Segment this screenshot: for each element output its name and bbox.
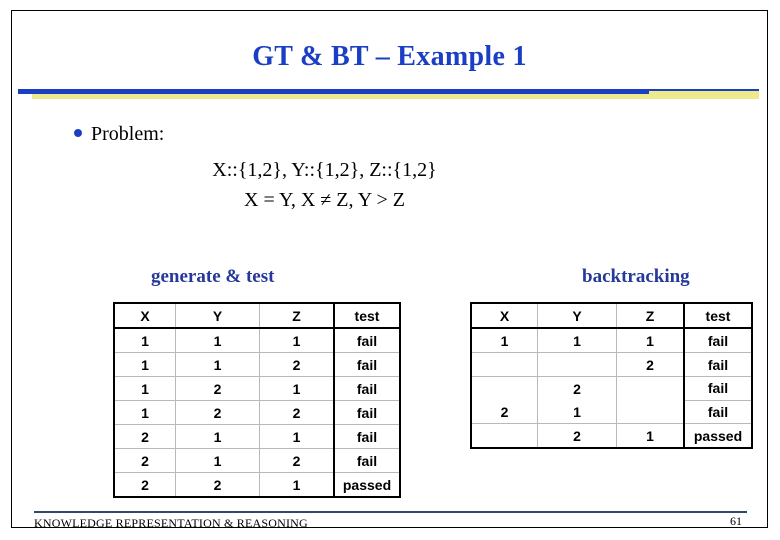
cell-z: 2 [259, 448, 334, 473]
cell-y: 1 [175, 448, 260, 473]
column-header-z: Z [616, 303, 684, 329]
cell-z [616, 400, 684, 424]
cell-x: 1 [114, 376, 176, 401]
column-header-x: X [471, 303, 538, 329]
table-row: 1 1 2 fail [114, 352, 400, 377]
cell-y: 2 [537, 423, 617, 448]
cell-x: 2 [114, 448, 176, 473]
column-header-test: test [683, 303, 752, 329]
cell-x [471, 377, 538, 401]
cell-z: 1 [259, 328, 334, 353]
cell-x [471, 352, 538, 377]
column-header-z: Z [259, 303, 334, 329]
table-row: 1 2 1 fail [114, 376, 400, 401]
column-header-y: Y [175, 303, 260, 329]
cell-x: 2 [141, 476, 149, 493]
cell-y: 2 [175, 376, 260, 401]
footer-page-number: 61 [730, 514, 742, 528]
slide-canvas: GT & BT – Example 1 Problem: X::{1,2}, Y… [11, 10, 768, 530]
cell-test: passed [683, 423, 752, 448]
cell-z: 1 [616, 328, 684, 353]
problem-label: Problem: [91, 123, 165, 145]
cell-z: 1 [259, 424, 334, 449]
cell-z [616, 376, 684, 400]
cell-y: 1 [175, 328, 260, 353]
generate-test-table-body: 1 1 1 fail 1 1 2 fail 1 2 1 fail 1 2 2 [114, 328, 400, 497]
column-header-y: Y [537, 303, 617, 329]
cell-z: 2 [259, 352, 334, 377]
table-header-row: X Y Z test [114, 303, 400, 329]
cell-y: 1 [537, 328, 617, 353]
cell-test: fail [333, 448, 400, 473]
page-title: GT & BT – Example 1 [252, 41, 527, 72]
cell-x: 2 [471, 400, 538, 424]
problem-domains: X::{1,2}, Y::{1,2}, Z::{1,2} [212, 159, 437, 181]
cell-y [537, 352, 617, 377]
caption-backtracking: backtracking [582, 266, 690, 287]
cell-z: 2 [259, 400, 334, 425]
table-row: 2 fail [471, 376, 752, 401]
cell-z: 1 [259, 472, 334, 497]
cell-y: 2 [175, 472, 260, 497]
bullet-icon [74, 129, 82, 137]
cell-test: fail [333, 376, 400, 401]
backtracking-table: X Y Z test 1 1 1 fail 2 fail 2 [470, 302, 753, 449]
table-header-row: X Y Z test [471, 303, 752, 329]
header-rule-blue [18, 89, 759, 94]
table-row: 2 2 1 passed [114, 472, 400, 497]
cell-y: 1 [175, 424, 260, 449]
cell-y: 2 [537, 376, 617, 400]
cell-y: 2 [175, 400, 260, 425]
cell-test: fail [683, 352, 752, 377]
cell-x [471, 424, 538, 449]
cell-test: fail [333, 424, 400, 449]
cell-z: 1 [616, 423, 684, 448]
cell-x: 2 [114, 424, 176, 449]
column-header-x: X [114, 303, 176, 329]
cell-test: fail [333, 352, 400, 377]
caption-generate-and-test: generate & test [151, 266, 275, 287]
table-row: 1 1 1 fail [114, 328, 400, 353]
cell-x: 1 [114, 352, 176, 377]
footer-text: KNOWLEDGE REPRESENTATION & REASONING [34, 516, 308, 530]
table-row: 1 1 1 fail [471, 328, 752, 353]
cell-z: 1 [259, 376, 334, 401]
cell-x: 1 [114, 328, 176, 353]
cell-test: fail [333, 400, 400, 425]
cell-test: passed [333, 472, 400, 497]
backtracking-table-body: 1 1 1 fail 2 fail 2 fail 2 1 fail [471, 328, 752, 448]
header-rule-blue-tail [649, 89, 759, 91]
cell-test: fail [333, 328, 400, 353]
cell-x: 1 [471, 328, 538, 353]
cell-test: fail [683, 400, 752, 424]
cell-y: 1 [537, 400, 617, 424]
problem-constraints: X = Y, X ≠ Z, Y > Z [244, 189, 405, 211]
problem-heading: Problem: [74, 123, 164, 146]
generate-test-table-head: X Y Z test [114, 303, 400, 329]
footer-rule [34, 511, 747, 513]
table-row: 2 1 2 fail [114, 448, 400, 473]
column-header-test: test [333, 303, 400, 329]
table-row: 1 2 2 fail [114, 400, 400, 425]
generate-test-table: X Y Z test 1 1 1 fail 1 1 2 fail 1 2 [113, 302, 401, 498]
header-rule-yellow-tail [649, 91, 759, 99]
cell-test: fail [683, 328, 752, 353]
cell-z: 2 [616, 352, 684, 377]
header-rule-yellow [32, 94, 759, 99]
cell-y: 1 [175, 352, 260, 377]
table-row: 2 1 fail [471, 400, 752, 424]
table-row: 2 1 passed [471, 423, 752, 449]
table-row: 2 1 1 fail [114, 424, 400, 449]
backtracking-table-head: X Y Z test [471, 303, 752, 329]
cell-x: 1 [114, 400, 176, 425]
table-row: 2 fail [471, 352, 752, 377]
cell-test: fail [683, 376, 752, 401]
